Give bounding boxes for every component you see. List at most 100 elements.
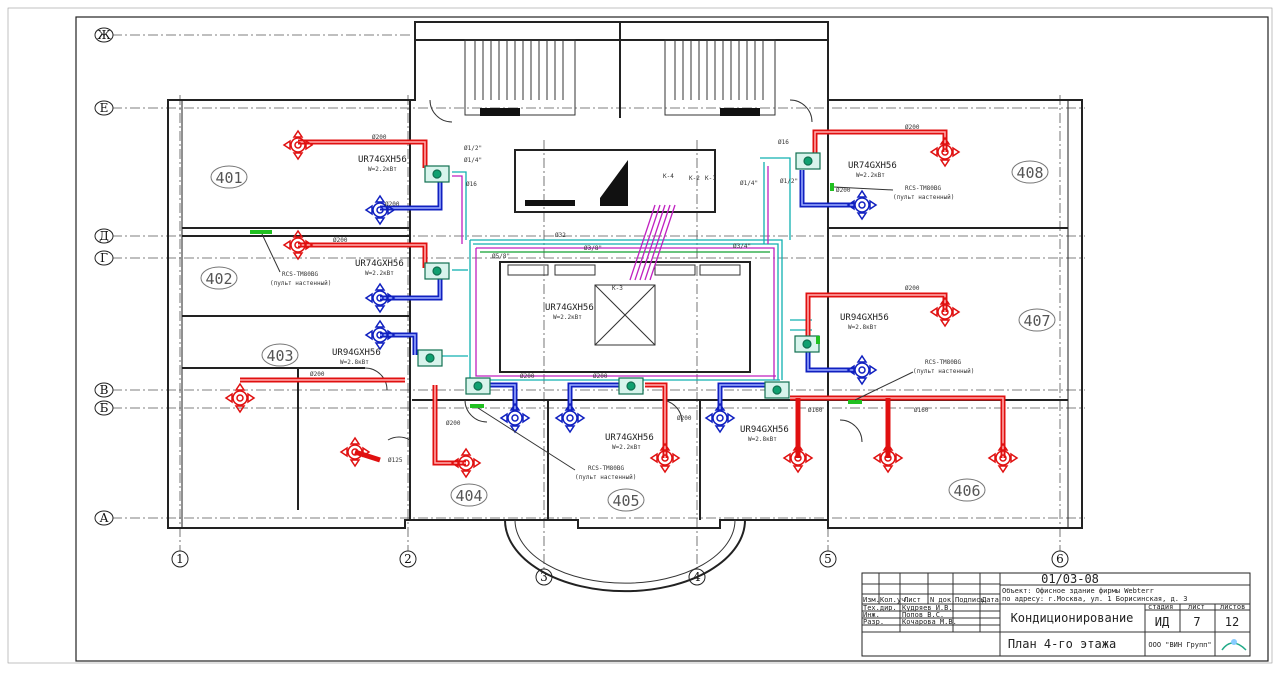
duct-size: Ø200 [520, 373, 535, 380]
col-axis-label: 2 [404, 552, 412, 566]
row-axis-label: Ж [97, 28, 111, 42]
role-label: Инж. [863, 611, 880, 619]
unit-labels: UR74GXH56 W=2.2кВт UR74GXH56 W=2.2кВт UR… [332, 155, 897, 451]
indoor-units [417, 152, 821, 399]
row-axis-label: Б [100, 401, 109, 415]
pipe-size: Ø1/2" [780, 178, 798, 185]
row-axis-label: Г [100, 251, 108, 265]
drawing-code: 01/03-08 [1041, 572, 1099, 586]
outer-frame [7, 7, 1273, 664]
remote-model: RCS-TM80BG [282, 271, 319, 278]
unit-model: UR94GXH56 [840, 313, 889, 323]
remote-model: RCS-TM80BG [905, 185, 942, 192]
header-col: Подпись [955, 596, 985, 604]
room-labels: 401 402 403 404 405 406 407 408 [200, 160, 1056, 512]
stage-value: ИД [1155, 615, 1170, 629]
title-block: 01/03-08 Объект: Офисное здание фирмы We… [861, 572, 1251, 657]
room-number: 401 [215, 169, 242, 187]
wall-remote-markers [250, 183, 862, 408]
row-axis-bubble-v: В [94, 382, 114, 398]
supply-diffusers [224, 129, 1019, 479]
room-number: 405 [612, 492, 639, 510]
unit-power: W=2.2кВт [365, 270, 394, 277]
header-col: Лист [904, 596, 921, 604]
company-name: ООО "ВИН Групп" [1148, 641, 1211, 649]
riser-label: К-4 [663, 173, 674, 180]
sheet-title: План 4-го этажа [1008, 637, 1116, 651]
header-col: Изм. [863, 596, 880, 604]
col-axis-label: 5 [824, 552, 832, 566]
row-axis-bubble-b: Б [94, 400, 114, 416]
header-col: N док. [930, 596, 955, 604]
pipe-size: Ø1/2" [464, 145, 482, 152]
room-number: 404 [455, 487, 482, 505]
sheets-label: листов [1220, 603, 1245, 611]
remote-labels: RCS-TM80BG (пульт настенный) RCS-TM80BG … [261, 185, 974, 481]
unit-model: UR94GXH56 [332, 348, 381, 358]
unit-model: UR94GXH56 [740, 425, 789, 435]
duct-size: Ø200 [836, 187, 851, 194]
pipe-size: Ø3/4" [733, 243, 751, 250]
sheet-label: лист [1188, 603, 1205, 611]
row-axis-label: В [100, 383, 109, 397]
address-line: по адресу: г.Москва, ул. 1 Борисинская, … [1002, 595, 1187, 603]
header-col: Дата [982, 596, 999, 604]
duct-size: Ø200 [905, 124, 920, 131]
pipe-size: Ø32 [555, 232, 566, 239]
row-axis-label: Е [100, 101, 109, 115]
col-axis-bubble-1: 1 [171, 550, 189, 568]
row-axis-bubble-g: Г [94, 250, 114, 266]
role-label: Разр. [863, 618, 884, 626]
unit-model: UR74GXH56 [848, 161, 897, 171]
room-number: 407 [1023, 312, 1050, 330]
col-axis-bubble-5: 5 [819, 550, 837, 568]
remote-model: RCS-TM80BG [925, 359, 962, 366]
col-axis-bubble-6: 6 [1051, 550, 1069, 568]
col-axis-bubble-2: 2 [399, 550, 417, 568]
pipe-size: Ø5/8" [492, 253, 510, 260]
row-axis-label: А [99, 511, 108, 525]
riser-labels: К-1 К-2 К-3 К-4 [612, 173, 716, 292]
pipe-size: Ø1/4" [464, 157, 482, 164]
room-number: 406 [953, 482, 980, 500]
company-logo-icon [1221, 639, 1247, 651]
role-name: Кудряев И.В. [902, 604, 953, 612]
unit-power: W=2.2кВт [856, 172, 885, 179]
room-number: 408 [1016, 164, 1043, 182]
col-axis-label: 1 [176, 552, 184, 566]
role-name: Кочарова М.В. [902, 618, 957, 626]
riser-label: К-1 [705, 175, 716, 182]
duct-size: Ø200 [593, 373, 608, 380]
header-col: Кол.уч. [880, 596, 910, 604]
row-axis-bubble-d: Д [94, 228, 114, 244]
duct-size: Ø160 [914, 407, 929, 414]
duct-size-labels: Ø200 Ø200 Ø200 Ø200 Ø200 Ø200 Ø200 Ø200 … [310, 124, 929, 464]
col-axis-label: 6 [1056, 552, 1064, 566]
duct-size: Ø200 [333, 237, 348, 244]
sheet-frame [75, 16, 1269, 662]
grid-axes-rows [112, 34, 1085, 519]
pipe-size: Ø16 [778, 139, 789, 146]
role-label: Тех.дир. [863, 604, 897, 612]
col-axis-label: 3 [540, 570, 548, 584]
row-axis-bubble-zh: Ж [94, 27, 114, 43]
duct-size: Ø200 [372, 134, 387, 141]
room-number: 402 [205, 270, 232, 288]
unit-power: W=2.8кВт [340, 359, 369, 366]
row-axis-label: Д [99, 229, 109, 243]
pipe-size-labels: Ø1/2" Ø1/4" Ø16 Ø5/8" Ø3/8" Ø32 Ø3/4" Ø1… [464, 139, 798, 260]
staircase-right [664, 39, 776, 116]
pipe-size: Ø1/4" [740, 180, 758, 187]
unit-model: UR74GXH56 [545, 303, 594, 313]
return-ducts [380, 170, 855, 410]
riser-label: К-3 [612, 285, 623, 292]
unit-model: UR74GXH56 [605, 433, 654, 443]
duct-size: Ø200 [446, 420, 461, 427]
row-axis-bubble-e: Е [94, 100, 114, 116]
object-line: Объект: Офисное здание фирмы Webterr [1002, 587, 1154, 595]
unit-power: W=2.2кВт [553, 314, 582, 321]
room-number: 403 [266, 347, 293, 365]
duct-size: Ø200 [310, 371, 325, 378]
